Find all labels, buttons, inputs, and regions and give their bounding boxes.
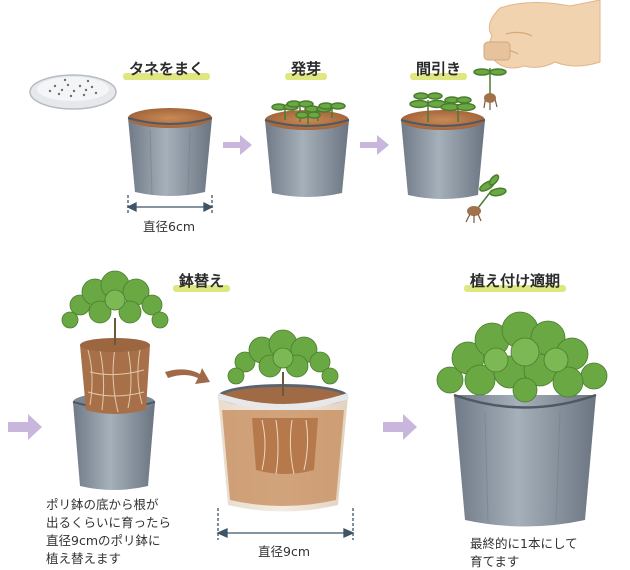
step-label-germinate: 発芽 — [285, 58, 328, 80]
pot-final — [436, 311, 608, 527]
pot-repot-target — [217, 329, 349, 512]
step-label-plant: 植え付け適期 — [464, 270, 567, 292]
final-note-line: 育てます — [470, 554, 520, 569]
dimension-9cm — [216, 508, 355, 540]
measure-6cm: 直径6cm — [143, 219, 196, 234]
seed-dish — [29, 74, 117, 110]
hand-illustration — [473, 0, 601, 110]
step-arrow-1 — [223, 135, 252, 155]
repot-note-line: ポリ鉢の底から根が — [46, 497, 159, 512]
removed-seedling — [465, 174, 507, 223]
final-note-line: 最終的に1本にして — [470, 536, 578, 551]
pot-thinning — [400, 92, 486, 199]
repot-note-line: 直径9cmのポリ鉢に — [46, 533, 161, 548]
pot-sowing — [127, 108, 213, 196]
dimension-6cm — [126, 195, 214, 215]
step-label-repot: 鉢替え — [173, 270, 231, 292]
repot-note-line: 出るくらいに育ったら — [46, 515, 172, 530]
step-arrow-2 — [360, 135, 389, 155]
final-note: 最終的に1本にして 育てます — [470, 535, 578, 570]
repot-note: ポリ鉢の底から根が 出るくらいに育ったら 直径9cmのポリ鉢に 植え替えます — [46, 496, 171, 568]
step-arrow-4 — [383, 414, 417, 440]
step-arrow-3 — [8, 414, 42, 440]
measure-9cm: 直径9cm — [258, 544, 311, 559]
repot-note-line: 植え替えます — [46, 551, 122, 566]
pot-repot-source — [61, 270, 169, 490]
pot-germination — [264, 100, 350, 197]
repot-arrow — [165, 368, 210, 384]
step-label-thin: 間引き — [410, 58, 468, 80]
step-label-sow: タネをまく — [123, 58, 211, 80]
